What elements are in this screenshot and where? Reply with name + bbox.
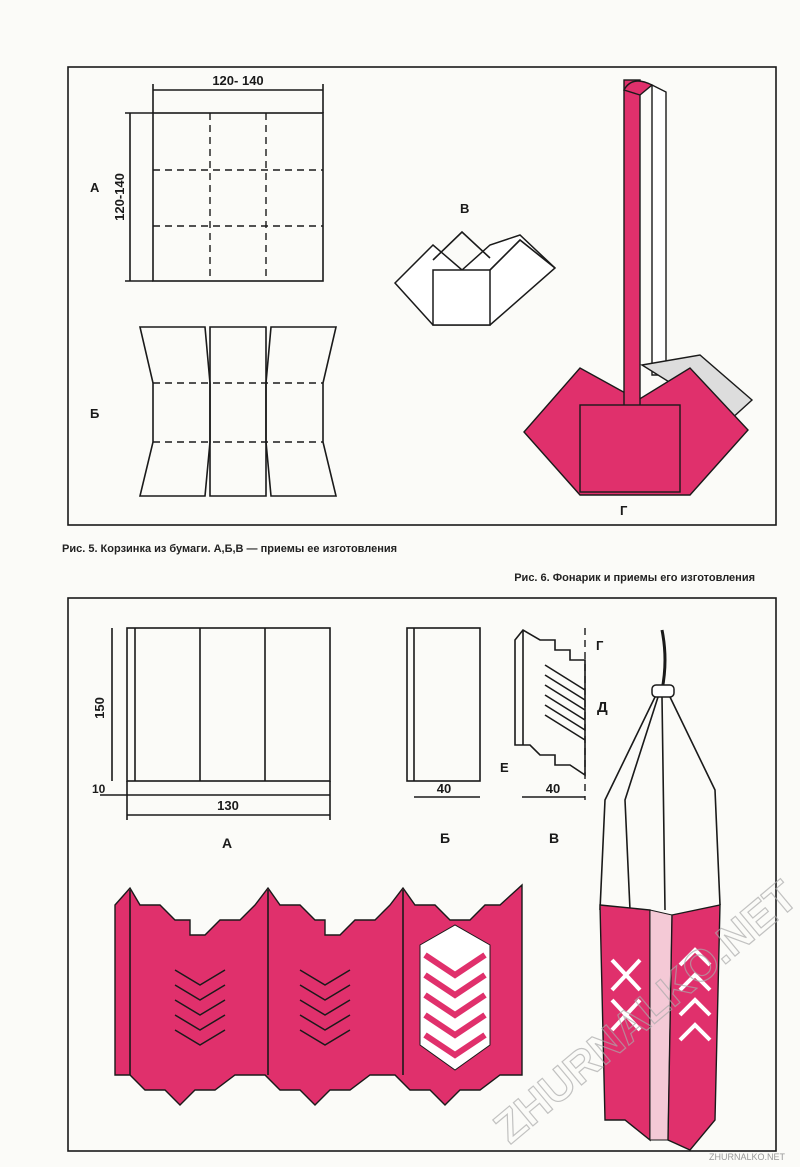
fig5-caption: Рис. 5. Корзинка из бумаги. А,Б,В — прие…	[62, 543, 398, 555]
fig5-label-a: А	[90, 180, 100, 195]
fig6-hanging-lantern	[599, 629, 721, 1151]
fig5-dim-width: 120- 140	[212, 73, 263, 88]
fig5-g-basket	[523, 79, 754, 496]
fig6-caption: Рис. 6. Фонарик и приемы его изготовлени…	[514, 572, 755, 584]
fig5-label-g: Г	[620, 503, 628, 518]
fig5-dim-height: 120-140	[112, 173, 127, 221]
fig6-label-g: Г	[596, 638, 604, 653]
fig6-lantern-strip	[114, 883, 523, 1106]
fig6-label-e: Е	[500, 760, 509, 775]
fig6-a-pattern	[100, 627, 331, 820]
fig5-label-v: В	[460, 201, 469, 216]
fig6-label-v: В	[549, 830, 559, 846]
fig6-label-b: Б	[440, 830, 450, 846]
fig6-b-pattern	[406, 627, 481, 798]
fig6-frame	[67, 597, 777, 1152]
fig5-b-pattern	[138, 326, 338, 497]
fig6-dim-130: 130	[217, 798, 239, 813]
footer-mark: ZHURNALKO.NET	[709, 1152, 786, 1162]
fig5-label-b: Б	[90, 406, 99, 421]
fig6-v-pattern	[514, 628, 586, 800]
fig6-dim-150: 150	[92, 697, 107, 719]
fig6-label-a: А	[222, 835, 232, 851]
fig5-frame	[67, 66, 777, 526]
fig5-a-pattern	[125, 84, 324, 282]
fig6-dim-40-b: 40	[437, 781, 451, 796]
fig6-dim-40-v: 40	[546, 781, 560, 796]
fig6-dim-10: 10	[92, 782, 106, 796]
fig5-v-basket	[393, 230, 557, 326]
fig6-label-d: Д	[597, 699, 608, 716]
